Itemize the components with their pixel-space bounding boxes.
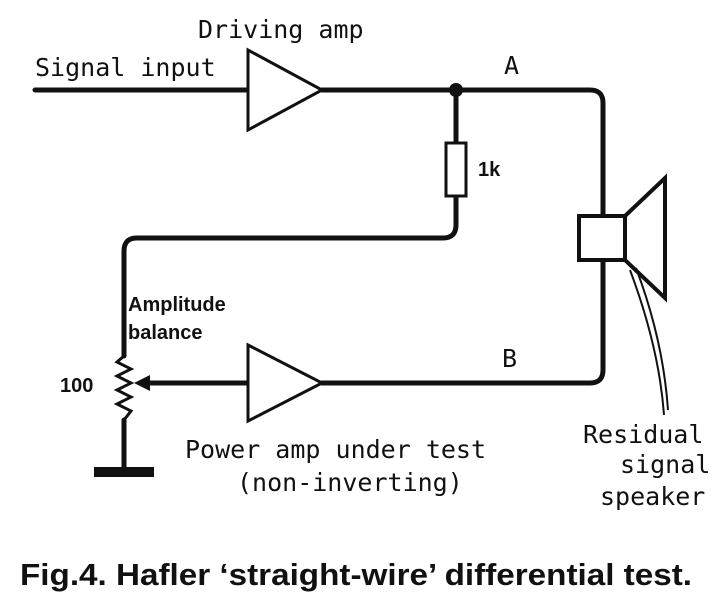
resistor-bottom-lead <box>121 193 459 359</box>
wire-a <box>319 87 606 219</box>
speaker-label-2: signal <box>620 450 710 479</box>
speaker-label-3: speaker <box>600 482 705 511</box>
ground-symbol <box>94 467 154 477</box>
speaker-pointer-2 <box>635 267 669 411</box>
driving-amp-label: Driving amp <box>198 15 364 44</box>
amplitude-balance-label-2: balance <box>128 322 202 344</box>
node-b-label: B <box>502 344 517 373</box>
speaker-cone <box>623 173 667 303</box>
signal-input-label: Signal input <box>35 53 216 82</box>
pot-value-label: 100 <box>60 375 93 397</box>
figure-caption: Fig.4. Hafler ‘straight-wire’ differenti… <box>20 557 692 592</box>
resistor-1k <box>444 141 468 198</box>
amplitude-balance-label-1: Amplitude <box>128 294 226 316</box>
driving-amp-triangle <box>246 47 326 133</box>
power-amp-triangle <box>246 342 326 424</box>
power-amp-label-1: Power amp under test <box>185 435 486 464</box>
power-amp-label-2: (non-inverting) <box>237 468 463 497</box>
resistor-value-label: 1k <box>478 159 501 181</box>
speaker-pointer <box>629 269 665 416</box>
node-a-label: A <box>504 51 519 80</box>
junction-dot <box>449 83 463 97</box>
speaker-label-1: Residual <box>583 420 703 449</box>
wiper-arrowhead <box>134 375 150 391</box>
potentiometer-zigzag <box>113 354 135 421</box>
speaker-magnet <box>577 214 627 262</box>
wire-b <box>319 257 606 386</box>
